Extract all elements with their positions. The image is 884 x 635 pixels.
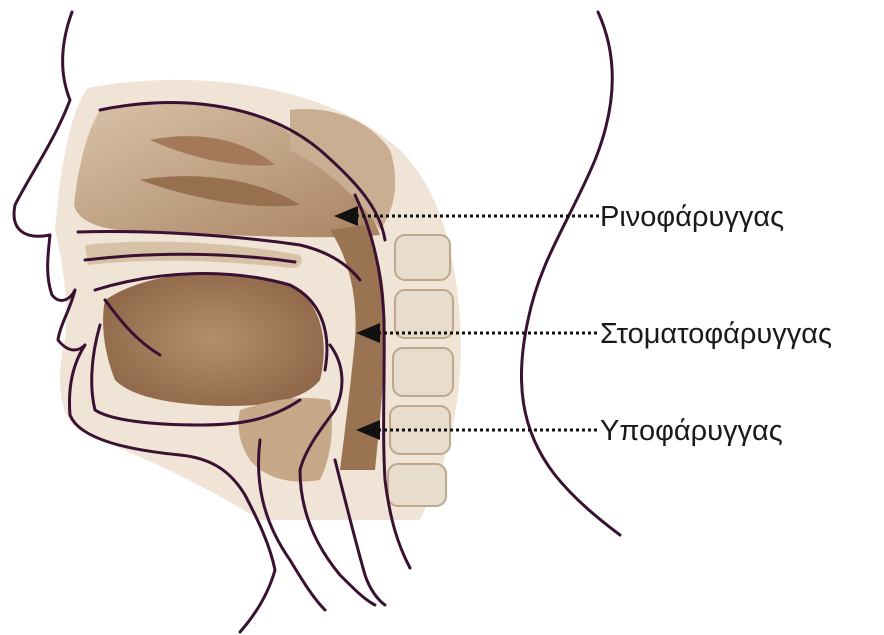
back-of-neck-outline [521, 12, 620, 535]
nasopharynx-label: Ρινοφάρυγγας [600, 201, 784, 233]
vertebral-column [388, 235, 453, 506]
hypopharynx-label: Υποφάρυγγας [600, 415, 783, 447]
oropharynx-label: Στοματοφάρυγγας [600, 318, 832, 350]
tongue [103, 273, 324, 406]
